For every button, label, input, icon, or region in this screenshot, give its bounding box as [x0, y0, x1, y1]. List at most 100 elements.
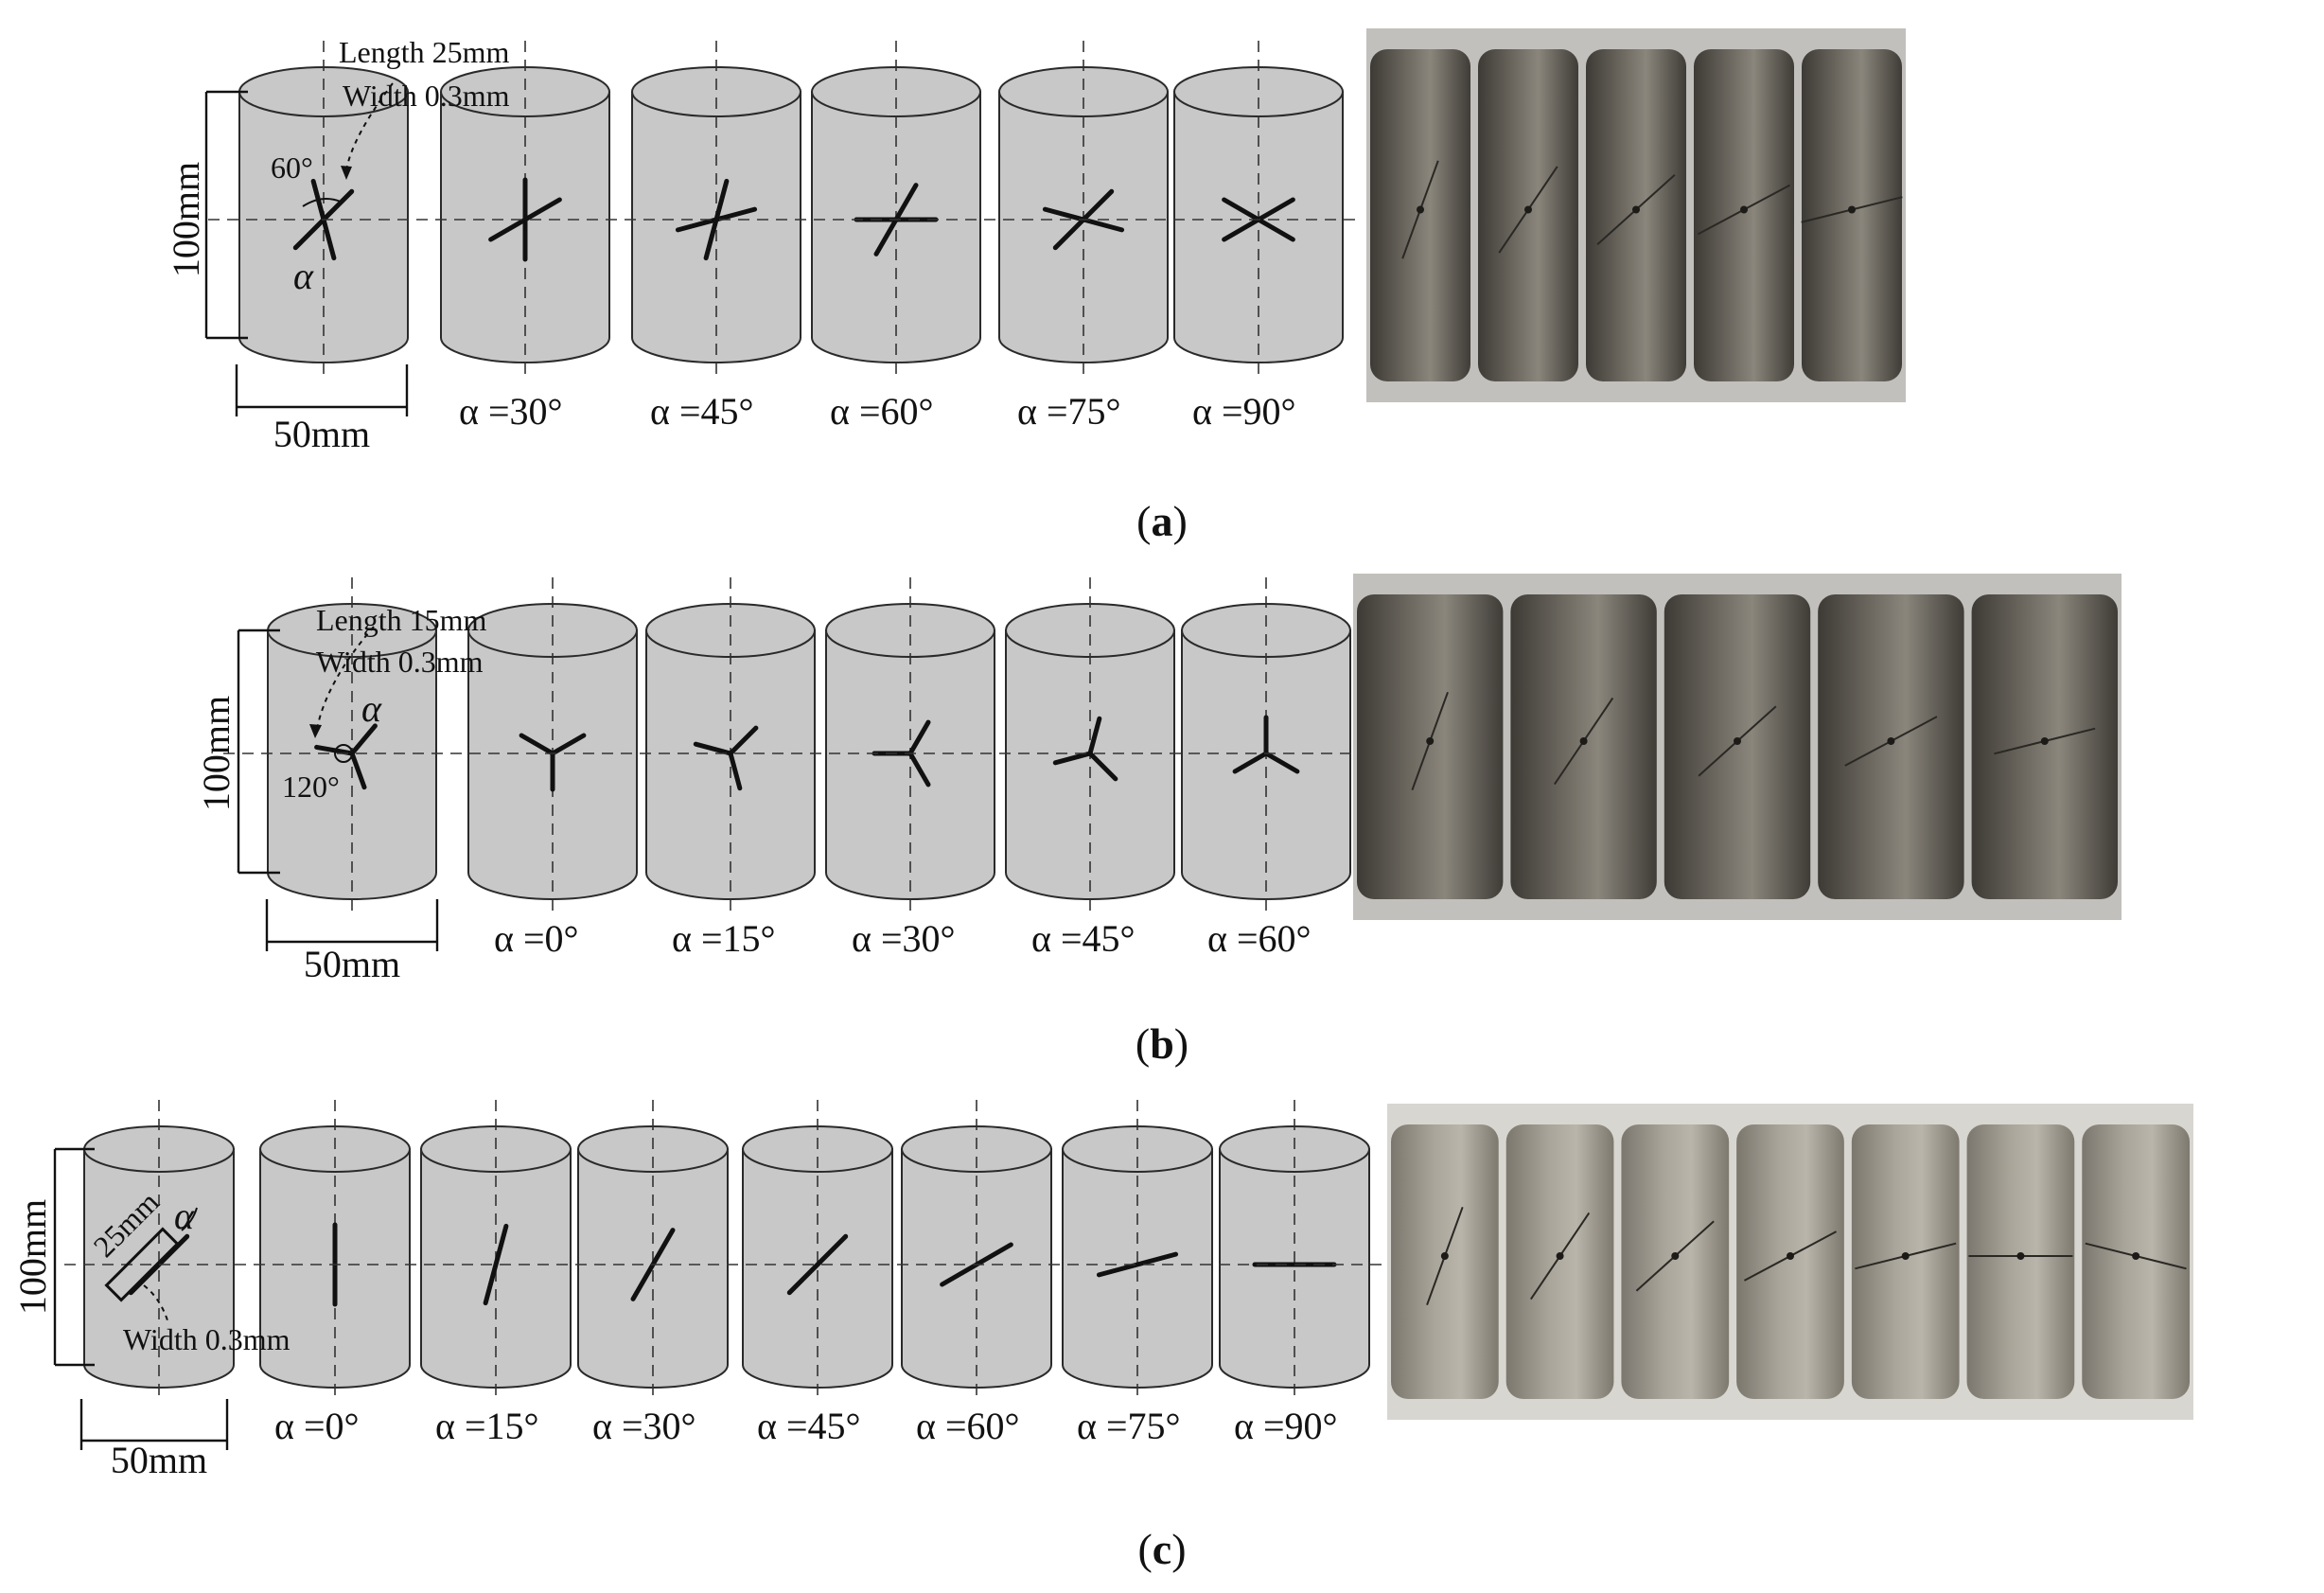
panel-a-dimensions [204, 82, 409, 416]
cylinder-a-4 [998, 41, 1169, 376]
panel-a-diameter-label: 50mm [273, 413, 370, 455]
panel-a-width-note: Width 0.3mm [343, 79, 510, 113]
panel-a-length-note: Length 25mm [339, 35, 510, 69]
crack-arm [550, 733, 587, 756]
alpha-label: α =45° [757, 1405, 861, 1447]
photo-crack-center [1579, 737, 1588, 745]
photo-specimen [1694, 49, 1794, 381]
panel-c: α =0°α =15°α =30°α =45°α =60°α =75°α =90… [11, 1100, 2193, 1573]
alpha-label: α =60° [916, 1405, 1020, 1447]
panel-c-alpha-mark: α [174, 1195, 195, 1237]
photo-specimen [1391, 1124, 1499, 1399]
panel-c-width-note: Width 0.3mm [123, 1322, 290, 1356]
alpha-label: α =30° [592, 1405, 696, 1447]
photo-specimen [1966, 1124, 2075, 1399]
alpha-label: α =60° [1207, 917, 1312, 960]
panel-a-cylinders: α =30°α =45°α =60°α =75°α =90° [238, 41, 1344, 433]
cylinder-c-7 [1219, 1100, 1370, 1401]
panel-a-photo [1366, 28, 1906, 402]
alpha-label: α =15° [435, 1405, 539, 1447]
photo-crack-center [1787, 1252, 1794, 1260]
panel-c-photo [1387, 1104, 2193, 1420]
cylinder-b-2 [645, 577, 816, 912]
photo-crack-center [1848, 205, 1856, 214]
crack-arm [1052, 751, 1093, 766]
cylinder-a-2 [631, 41, 801, 376]
photo-strip-a [1366, 28, 1906, 402]
photo-crack-center [1887, 737, 1895, 745]
alpha-label: α =75° [1077, 1405, 1181, 1447]
panel-b-alpha-mark: α [361, 687, 382, 730]
alpha-label: α =15° [672, 917, 776, 960]
panel-b-length-note: Length 15mm [316, 603, 487, 637]
photo-specimen [1664, 594, 1811, 899]
photo-crack-center [1740, 205, 1748, 214]
panel-c-diameter-label: 50mm [111, 1439, 207, 1481]
photo-specimen [1357, 594, 1504, 899]
photo-crack-center [1417, 205, 1424, 214]
photo-crack-center [1632, 205, 1640, 214]
photo-specimen [1478, 49, 1578, 381]
crack-line [483, 1223, 509, 1306]
cylinder-a-0 [238, 41, 409, 376]
cylinder-c-3 [577, 1100, 729, 1401]
cylinder-c-4 [742, 1100, 893, 1401]
panel-c-height-label: 100mm [11, 1199, 54, 1315]
photo-crack-center [1440, 1252, 1449, 1260]
photo-specimen [1621, 1124, 1730, 1399]
crack-arm [907, 751, 931, 788]
alpha-label: α =90° [1192, 390, 1296, 433]
panel-c-caption: (c) [1137, 1525, 1186, 1573]
photo-specimen [1801, 49, 1903, 381]
crack-arm [519, 733, 555, 756]
cylinder-b-3 [825, 577, 995, 912]
alpha-label: α =0° [494, 917, 579, 960]
alpha-label: α =75° [1017, 390, 1121, 433]
crack-arm [1087, 716, 1102, 756]
panel-b-diameter-label: 50mm [304, 943, 400, 985]
crack-arm [703, 178, 730, 261]
photo-specimen [1510, 594, 1657, 899]
photo-crack-center [2040, 737, 2049, 745]
alpha-label: α =30° [459, 390, 563, 433]
photo-specimen [1736, 1124, 1844, 1399]
photo-strip-b [1353, 574, 2122, 920]
crack-line [1096, 1251, 1179, 1278]
photo-crack-center [1901, 1252, 1910, 1260]
photo-strip-c [1387, 1104, 2193, 1420]
cylinder-b-4 [1005, 577, 1175, 912]
photo-crack-center [2132, 1252, 2140, 1260]
photo-specimen [1370, 49, 1470, 381]
panel-a-height-label: 100mm [165, 162, 207, 277]
photo-crack-center [1671, 1252, 1680, 1260]
panel-b: α =0°α =15°α =30°α =45°α =60° 100mm 50mm… [195, 574, 2122, 1068]
crack-arm [349, 723, 378, 756]
photo-crack-center [1556, 1252, 1564, 1260]
cylinder-a-5 [1173, 41, 1344, 376]
photo-specimen [1971, 594, 2118, 899]
panel-a-caption: (a) [1136, 497, 1188, 545]
crack-arm [1232, 751, 1269, 774]
crack-arm [907, 719, 931, 756]
panel-b-cylinders: α =0°α =15°α =30°α =45°α =60° [267, 577, 1351, 960]
cylinder-a-1 [440, 41, 610, 376]
crack-arm [314, 744, 355, 756]
cylinder-a-3 [811, 41, 981, 376]
photo-crack-center [1524, 205, 1532, 214]
panel-a-alpha-mark: α [293, 255, 314, 297]
alpha-label: α =0° [274, 1405, 360, 1447]
cylinder-c-5 [901, 1100, 1052, 1401]
photo-specimen [1818, 594, 1964, 899]
panel-b-angle-note: 120° [282, 770, 340, 804]
panel-b-caption: (b) [1136, 1019, 1188, 1068]
crack-arm [1263, 751, 1300, 774]
photo-crack-center [1734, 737, 1741, 745]
panel-c-cylinders: α =0°α =15°α =30°α =45°α =60°α =75°α =90… [83, 1100, 1370, 1447]
cylinder-b-1 [467, 577, 638, 912]
photo-specimen [1586, 49, 1686, 381]
cylinder-b-0 [267, 577, 437, 912]
panel-b-dimensions [237, 626, 439, 951]
panel-c-dimensions [53, 1147, 229, 1450]
photo-specimen [2082, 1124, 2190, 1399]
